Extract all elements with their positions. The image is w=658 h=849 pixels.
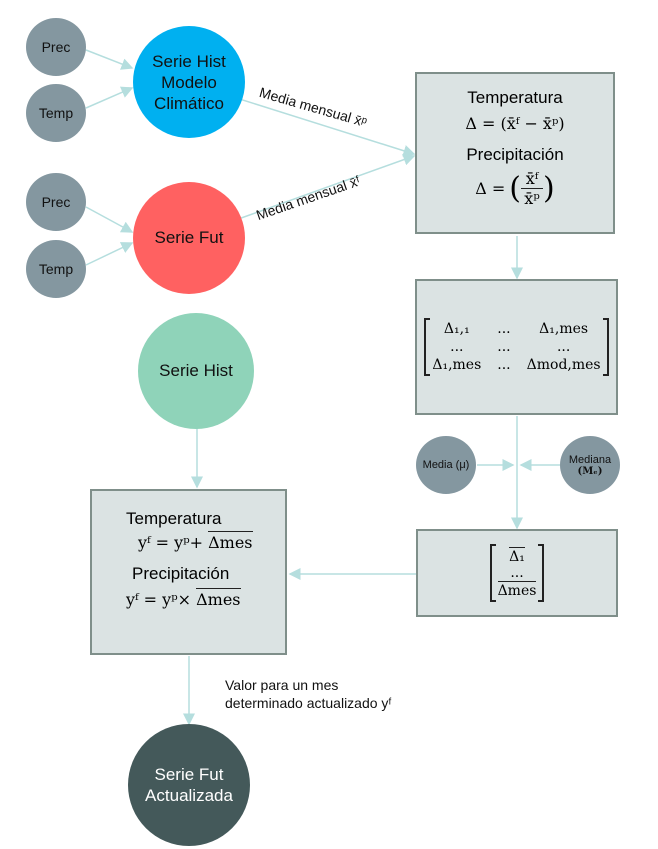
vector-v3: Δmes (497, 581, 537, 599)
matrix-r3c1: Δ₁,mes (432, 357, 482, 373)
matrix-r2c2: ... (497, 339, 511, 355)
vector-v1: Δ₁ (509, 547, 525, 565)
prec-node-1: Prec (26, 18, 86, 76)
delta-box: Temperatura Δ = (x̄ᶠ − x̄ᵖ) Precipitació… (415, 72, 615, 234)
temp-node-1: Temp (26, 84, 86, 142)
result-box: Temperatura yᶠ = yᵖ+ Δmes Precipitación … (90, 489, 287, 655)
mediana-symbol: (Mₑ) (577, 465, 603, 477)
vector-v2: ... (510, 565, 524, 581)
delta-vector: Δ₁ ... Δmes (489, 544, 545, 602)
matrix-r1c1: Δ₁,₁ (443, 321, 470, 337)
arrow-prec2-fut (85, 206, 134, 233)
temp-node-2: Temp (26, 240, 86, 298)
media-node: Media (μ) (416, 436, 476, 494)
matrix-r1c3: Δ₁,mes (539, 321, 589, 337)
mediana-node: Mediana (Mₑ) (560, 436, 620, 494)
delta-matrix: Δ₁,₁ ... Δ₁,mes ... ... ... Δ₁,mes ... Δ… (424, 318, 609, 376)
matrix-r2c1: ... (450, 339, 464, 355)
delta-prec-formula: Δ = ( x̄ᶠ x̄ᵖ ) (475, 169, 554, 208)
valor-mes-label-line2: determinado actualizado yᶠ (225, 695, 392, 711)
prec-node-2: Prec (26, 173, 86, 231)
serie-fut-actualizada-node: Serie Fut Actualizada (128, 724, 250, 846)
result-temp-formula: yᶠ = yᵖ+ Δmes (138, 531, 253, 552)
arrow-temp2-fut (85, 242, 134, 266)
delta-prec-title: Precipitación (466, 145, 564, 164)
matrix-r3c3: Δmod,mes (526, 357, 601, 373)
result-prec-title: Precipitación (132, 564, 230, 583)
arrow-fut-delta (229, 153, 416, 223)
valor-mes-label-line1: Valor para un mes (225, 677, 339, 693)
matrix-r3c2: ... (497, 357, 511, 373)
arrow-hist-delta (229, 95, 416, 157)
arrow-prec1-hist (85, 49, 134, 70)
delta-temp-formula: Δ = (x̄ᶠ − x̄ᵖ) (465, 114, 565, 133)
result-prec-delta: Δmes (196, 588, 241, 609)
result-temp-lhs: yᶠ = yᵖ+ (138, 533, 204, 552)
matrix-r2c3: ... (556, 339, 571, 355)
delta-temp-title: Temperatura (467, 88, 563, 107)
result-temp-title: Temperatura (126, 509, 222, 528)
result-prec-formula: yᶠ = yᵖ× Δmes (126, 588, 241, 609)
delta-prec-num: x̄ᶠ (525, 169, 539, 188)
serie-fut-node: Serie Fut (133, 182, 245, 294)
paren-right: ) (543, 170, 555, 206)
matrix-r1c2: ... (497, 321, 511, 337)
mediana-label: Mediana (568, 453, 612, 466)
delta-prec-den: x̄ᵖ (524, 189, 540, 208)
delta-prec-lhs: Δ = (475, 179, 506, 198)
serie-hist-modelo-node: Serie Hist Modelo Climático (133, 26, 245, 138)
arrow-temp1-hist (85, 86, 134, 109)
result-prec-lhs: yᶠ = yᵖ× (126, 590, 192, 609)
vector-box: Δ₁ ... Δmes (416, 529, 618, 617)
matrix-box: Δ₁,₁ ... Δ₁,mes ... ... ... Δ₁,mes ... Δ… (415, 279, 618, 415)
paren-left: ( (509, 170, 522, 206)
serie-hist-node: Serie Hist (138, 313, 254, 429)
result-temp-delta: Δmes (208, 531, 253, 552)
